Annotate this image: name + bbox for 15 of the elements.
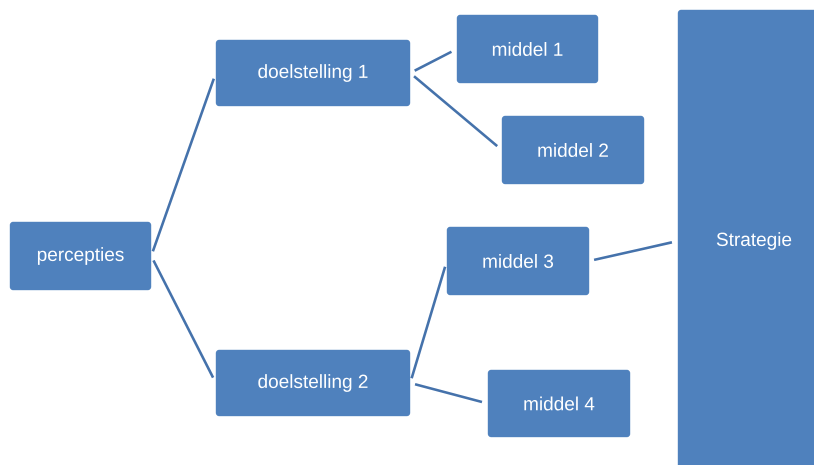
connector-line	[594, 241, 672, 262]
connector-line	[414, 383, 482, 404]
connector-line	[152, 260, 214, 378]
process-box: doelstelling 1	[216, 40, 410, 106]
process-box: middel 2	[502, 116, 644, 184]
connector-line	[414, 50, 452, 72]
process-box: middel 1	[456, 14, 598, 84]
connector-line	[152, 78, 216, 252]
process-box: middel 3	[446, 226, 590, 296]
process-box: doelstelling 2	[216, 350, 410, 416]
connector-line	[410, 266, 446, 379]
process-box: middel 4	[488, 370, 630, 438]
connector-line	[413, 75, 498, 148]
process-box: percepties	[10, 222, 152, 290]
strategy-bar: Strategie	[678, 10, 814, 465]
